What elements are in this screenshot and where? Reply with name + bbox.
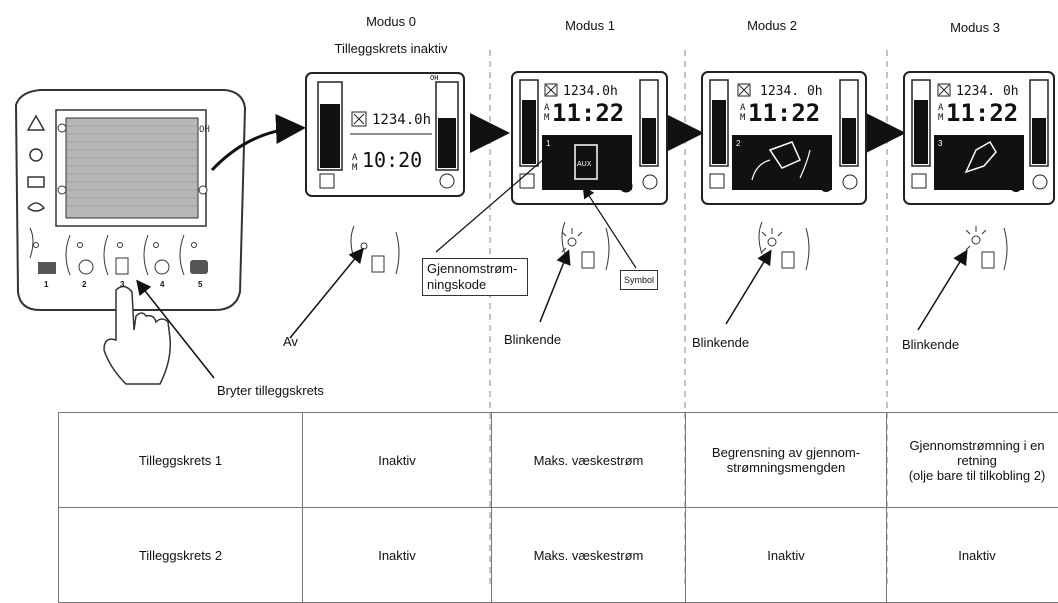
switch-indicator-1 bbox=[562, 222, 609, 270]
mode-0-display: 1234.0h A M 10:20 OH bbox=[306, 73, 464, 196]
instrument-panel: OH bbox=[16, 90, 245, 384]
mode-0-state: Av bbox=[283, 334, 298, 349]
svg-text:OH: OH bbox=[430, 74, 438, 82]
mode-3-display: 1234. 0h A M 11:22 3 bbox=[904, 72, 1054, 204]
table-cell: Inaktiv bbox=[887, 508, 1058, 603]
mode-0-time: 10:20 bbox=[362, 148, 422, 172]
table-cell: Inaktiv bbox=[303, 413, 492, 508]
svg-text:1: 1 bbox=[44, 280, 49, 289]
symbol-callout: Symbol bbox=[620, 270, 658, 290]
svg-text:1234. 0h: 1234. 0h bbox=[760, 84, 823, 99]
table-cell: Maks. væskestrøm bbox=[492, 508, 686, 603]
svg-text:M: M bbox=[938, 113, 944, 123]
svg-text:M: M bbox=[544, 113, 550, 123]
table-cell: Begrensning av gjennom- strømningsmengde… bbox=[686, 413, 887, 508]
svg-text:1: 1 bbox=[546, 139, 551, 148]
table-cell: Maks. væskestrøm bbox=[492, 413, 686, 508]
svg-text:1234.0h: 1234.0h bbox=[563, 84, 618, 99]
switch-indicator-0 bbox=[351, 226, 399, 274]
row-label: Tilleggskrets 2 bbox=[59, 508, 303, 603]
svg-text:3: 3 bbox=[938, 139, 943, 148]
mode-2-display: 1234. 0h A M 11:22 2 bbox=[702, 72, 866, 204]
mode-1-display: 1234.0h A M 11:22 1 AUX bbox=[512, 72, 667, 204]
mode-1-state: Blinkende bbox=[504, 332, 561, 347]
table-row: Tilleggskrets 2 Inaktiv Maks. væskestrøm… bbox=[59, 508, 1058, 603]
mode-table: Tilleggskrets 1 Inaktiv Maks. væskestrøm… bbox=[58, 412, 1058, 603]
svg-text:OH: OH bbox=[199, 125, 210, 135]
svg-text:3: 3 bbox=[120, 280, 125, 289]
table-row: Tilleggskrets 1 Inaktiv Maks. væskestrøm… bbox=[59, 413, 1058, 508]
key-5-icon bbox=[190, 260, 208, 274]
svg-text:2: 2 bbox=[82, 280, 87, 289]
table-cell: Inaktiv bbox=[686, 508, 887, 603]
svg-text:2: 2 bbox=[736, 139, 741, 148]
mode-2-time: 11:22 bbox=[748, 99, 820, 127]
key-1-icon bbox=[38, 262, 56, 274]
svg-text:M: M bbox=[352, 163, 358, 173]
table-cell: Inaktiv bbox=[303, 508, 492, 603]
svg-text:A: A bbox=[938, 103, 944, 113]
svg-text:M: M bbox=[740, 113, 746, 123]
mode-3-time: 11:22 bbox=[946, 99, 1018, 127]
mode-1-time: 11:22 bbox=[552, 99, 624, 127]
mode-0-hours: 1234.0h bbox=[372, 112, 431, 128]
mode-3-state: Blinkende bbox=[902, 337, 959, 352]
svg-text:5: 5 bbox=[198, 280, 203, 289]
row-label: Tilleggskrets 1 bbox=[59, 413, 303, 508]
switch-label: Bryter tilleggskrets bbox=[217, 383, 324, 398]
switch-indicator-3 bbox=[966, 226, 1007, 270]
svg-text:AUX: AUX bbox=[577, 161, 592, 168]
svg-text:A: A bbox=[544, 103, 550, 113]
switch-indicator-2 bbox=[759, 222, 809, 270]
mode-2-state: Blinkende bbox=[692, 335, 749, 350]
svg-text:1234. 0h: 1234. 0h bbox=[956, 84, 1019, 99]
flow-code-callout: Gjennomstrøm- ningskode bbox=[422, 258, 528, 296]
table-cell: Gjennomstrømning i en retning (olje bare… bbox=[887, 413, 1058, 508]
svg-text:A: A bbox=[352, 153, 358, 163]
svg-text:A: A bbox=[740, 103, 746, 113]
svg-text:4: 4 bbox=[160, 280, 165, 289]
